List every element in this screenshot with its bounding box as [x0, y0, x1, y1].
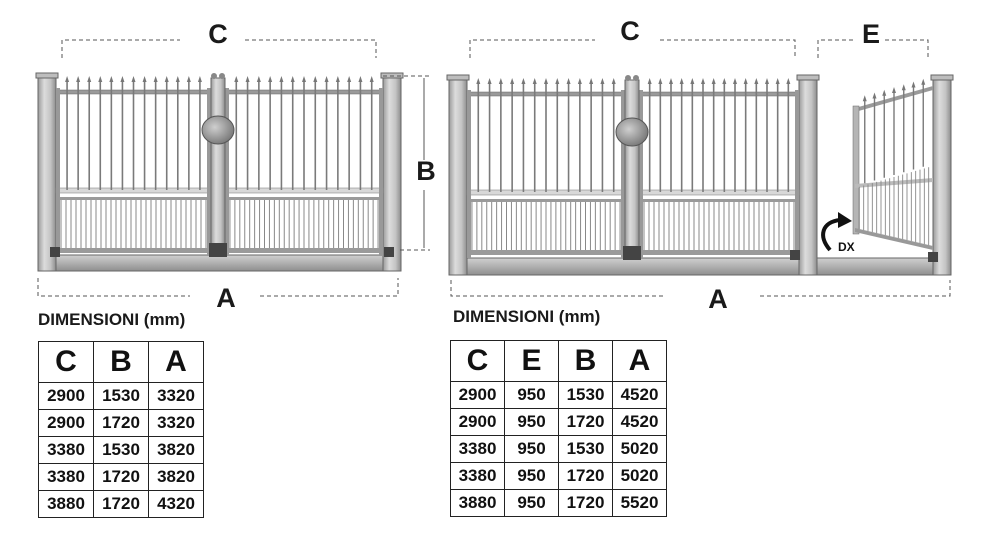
table-cell: 1530 — [93, 382, 149, 410]
table-cell: 2900 — [38, 409, 94, 437]
right-gate-center-stile — [624, 79, 640, 259]
left-dimensions-table: C B A 2900 1530 3320 2900 1720 3320 3380… — [38, 341, 204, 518]
table-cell: 950 — [504, 462, 559, 490]
table-cell: 4520 — [612, 408, 667, 436]
table-cell: 1530 — [558, 435, 613, 463]
opening-direction-arrow-icon — [821, 218, 841, 252]
left-gate-lock-knob — [201, 115, 235, 145]
column-header: A — [148, 341, 204, 383]
table-cell: 3880 — [450, 489, 505, 517]
left-gate-post-left — [37, 75, 57, 272]
right-gate-post-left — [448, 77, 468, 276]
left-gate-base — [39, 254, 401, 272]
table-cell: 1720 — [93, 409, 149, 437]
right-gate-base — [449, 257, 951, 276]
column-header: E — [504, 340, 559, 382]
table-row: 3380 950 1530 5020 — [450, 435, 667, 463]
column-header: C — [450, 340, 505, 382]
table-row: 3380 1720 3820 — [38, 463, 204, 491]
dimension-label-e: E — [861, 19, 881, 49]
table-cell: 3820 — [148, 436, 204, 464]
table-cell: 4520 — [612, 381, 667, 409]
left-double-gate — [35, 72, 404, 272]
right-dimensions-table: C E B A 2900 950 1530 4520 2900 950 1720… — [450, 340, 667, 517]
table-cell: 5020 — [612, 435, 667, 463]
right-gate-lock-knob — [615, 117, 649, 147]
right-gate-leaf-1 — [466, 78, 626, 258]
left-gate-center-stile — [210, 77, 226, 257]
table-row: 3380 1530 3820 — [38, 436, 204, 464]
table-cell: 2900 — [38, 382, 94, 410]
right-gate-post-middle — [798, 77, 818, 276]
left-gate-post-right — [382, 75, 402, 272]
table-cell: 3380 — [38, 463, 94, 491]
direction-label-dx: DX — [838, 240, 855, 254]
table-cell: 3320 — [148, 409, 204, 437]
table-cell: 2900 — [450, 381, 505, 409]
right-gate-post-far — [932, 77, 952, 276]
table-cell: 950 — [504, 408, 559, 436]
column-header: A — [612, 340, 667, 382]
dimension-label-b: B — [416, 156, 436, 186]
table-cell: 3320 — [148, 382, 204, 410]
dimension-label-a-left: A — [216, 283, 236, 313]
table-row: 2900 1720 3320 — [38, 409, 204, 437]
table-cell: 1720 — [93, 490, 149, 518]
table-row: 2900 1530 3320 — [38, 382, 204, 410]
table-header-row: C E B A — [450, 340, 667, 382]
table-cell: 1720 — [93, 463, 149, 491]
table-cell: 950 — [504, 435, 559, 463]
table-cell: 950 — [504, 381, 559, 409]
table-cell: 5520 — [612, 489, 667, 517]
table-row: 2900 950 1530 4520 — [450, 381, 667, 409]
table-cell: 3380 — [38, 436, 94, 464]
table-row: 2900 950 1720 4520 — [450, 408, 667, 436]
table-cell: 1720 — [558, 408, 613, 436]
dimension-label-a-right: A — [708, 284, 728, 314]
table-row: 3380 950 1720 5020 — [450, 462, 667, 490]
column-header: B — [93, 341, 149, 383]
column-header: B — [558, 340, 613, 382]
table-cell: 3880 — [38, 490, 94, 518]
right-table-caption: DIMENSIONI (mm) — [453, 307, 601, 326]
right-gate-leaf-2 — [638, 78, 800, 258]
column-header: C — [38, 341, 94, 383]
table-cell: 2900 — [450, 408, 505, 436]
dimension-label-c-left: C — [208, 19, 228, 49]
right-gate-set — [446, 74, 954, 276]
dimension-lines — [37, 39, 951, 297]
table-cell: 1530 — [93, 436, 149, 464]
table-cell: 5020 — [612, 462, 667, 490]
table-row: 3880 1720 4320 — [38, 490, 204, 518]
table-cell: 1530 — [558, 381, 613, 409]
left-gate-leaf-2 — [224, 76, 384, 256]
dimension-label-c-right: C — [620, 16, 640, 46]
left-table-caption: DIMENSIONI (mm) — [38, 310, 186, 329]
table-cell: 3820 — [148, 463, 204, 491]
pedestrian-gate-open — [852, 78, 933, 250]
table-cell: 1720 — [558, 462, 613, 490]
table-row: 3880 950 1720 5520 — [450, 489, 667, 517]
table-cell: 1720 — [558, 489, 613, 517]
left-gate-leaf-1 — [55, 76, 212, 256]
table-cell: 4320 — [148, 490, 204, 518]
table-cell: 3380 — [450, 462, 505, 490]
table-cell: 950 — [504, 489, 559, 517]
table-cell: 3380 — [450, 435, 505, 463]
table-header-row: C B A — [38, 341, 204, 383]
